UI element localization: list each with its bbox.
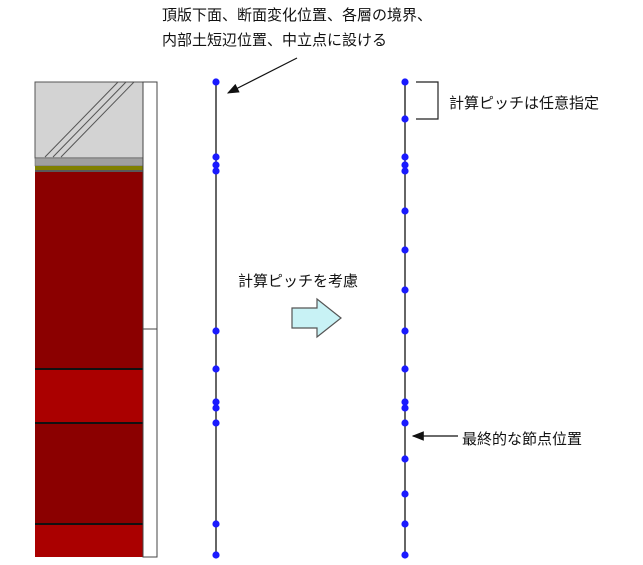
node-point [212,161,220,169]
top-note-arrow [226,57,298,94]
node-point [401,161,409,169]
consider-pitch-note: 計算ピッチを考慮 [238,272,359,290]
node-point [212,520,220,528]
node-point [401,520,409,528]
top-note-line-1: 頂版下面、断面変化位置、各層の境界、 [162,6,433,24]
initial-node-line [212,78,220,559]
node-point [401,167,409,175]
top-note-line-2: 内部土短辺位置、中立点に設ける [162,31,388,49]
pitch-bracket [416,81,439,120]
node-point [212,365,220,373]
node-point [401,398,409,406]
node-point [212,167,220,175]
final-node-line [401,78,409,559]
node-point [401,153,409,161]
soil-layer-3 [35,424,143,524]
soil-layer-2 [35,370,143,423]
node-point [212,78,220,86]
soil-column [34,81,158,558]
node-point [212,327,220,335]
node-point [401,115,409,123]
node-point [401,490,409,498]
soil-layer-1 [35,172,143,369]
transition-arrow [291,297,342,339]
node-point [401,286,409,294]
node-point [212,551,220,559]
node-point [401,207,409,215]
soil-layer-4 [35,525,143,557]
node-point [401,365,409,373]
node-point [401,404,409,412]
final-node-note: 最終的な節点位置 [462,430,583,448]
node-point [212,419,220,427]
final-nodes [401,78,409,559]
node-point [401,327,409,335]
node-point [401,551,409,559]
node-point [212,404,220,412]
pitch-note: 計算ピッチは任意指定 [449,94,600,112]
gray-band [34,157,144,167]
node-point [212,398,220,406]
node-point [212,153,220,161]
initial-nodes [212,78,220,559]
node-point [401,78,409,86]
olive-band [35,166,143,170]
node-point [401,419,409,427]
wall-strip-upper [142,81,158,330]
node-point [401,455,409,463]
slab-hatch [44,81,135,158]
node-point [401,246,409,254]
wall-strip-lower [142,328,158,558]
